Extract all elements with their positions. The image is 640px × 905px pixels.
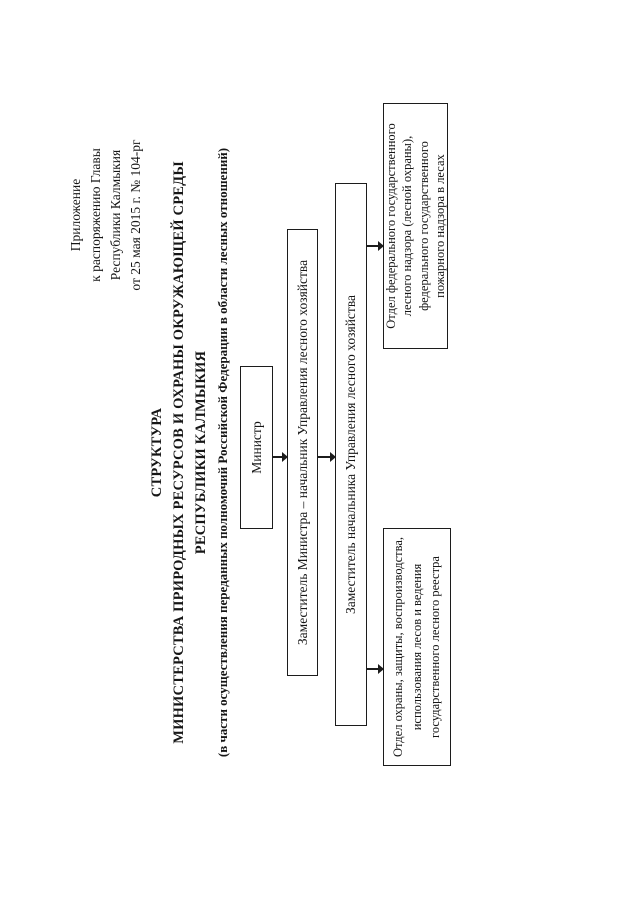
org-box-dept-protection-line: государственного лесного реестра — [428, 556, 443, 738]
arrow-minister-to-deputy — [273, 452, 288, 462]
title-subtitle: (в части осуществления переданных полном… — [215, 147, 230, 758]
org-box-deputy-minister-label: Заместитель Министра – начальник Управле… — [294, 259, 310, 646]
org-box-dept-protection: Отдел охраны, защиты, воспроизводства, и… — [383, 528, 451, 766]
org-box-deputy-head: Заместитель начальника Управления лесног… — [335, 183, 367, 726]
annotation-line: к распоряжению Главы — [88, 148, 103, 282]
arrow-deputy-head-to-protection — [367, 664, 384, 674]
org-box-minister: Министр — [240, 366, 273, 529]
arrowhead-icon — [330, 452, 336, 462]
title-line-ministry: МИНИСТЕРСТВА ПРИРОДНЫХ РЕСУРСОВ И ОХРАНЫ… — [171, 161, 187, 744]
arrow-deputy-to-deputy-head — [318, 452, 336, 462]
document-title: СТРУКТУРА МИНИСТЕРСТВА ПРИРОДНЫХ РЕСУРСО… — [146, 70, 234, 835]
org-box-dept-federal-control: Отдел федерального государственного лесн… — [383, 103, 448, 349]
org-box-dept-federal-control-line: лесного надзора (лесной охраны), — [400, 135, 414, 317]
appendix-annotation: Приложение к распоряжению Главы Республи… — [66, 113, 146, 317]
annotation-line: от 25 мая 2015 г. № 104-рг — [128, 139, 143, 291]
title-heading: СТРУКТУРА — [149, 407, 165, 498]
org-box-deputy-head-label: Заместитель начальника Управления лесног… — [343, 294, 358, 615]
org-box-deputy-minister: Заместитель Министра – начальник Управле… — [287, 229, 318, 676]
org-box-dept-federal-control-line: пожарного надзора в лесах — [433, 154, 447, 298]
arrowhead-icon — [378, 241, 384, 251]
title-line-republic: РЕСПУБЛИКИ КАЛМЫКИЯ — [193, 350, 209, 555]
arrowhead-icon — [378, 664, 384, 674]
arrowhead-icon — [282, 452, 288, 462]
annotation-line: Республики Калмыкия — [108, 149, 123, 281]
org-box-minister-label: Министр — [248, 421, 264, 474]
org-box-dept-protection-line: использования лесов и ведения — [409, 563, 424, 731]
org-box-dept-protection-line: Отдел охраны, защиты, воспроизводства, — [391, 536, 406, 758]
arrow-deputy-head-to-federal-control — [367, 241, 384, 251]
annotation-line: Приложение — [68, 178, 83, 252]
org-box-dept-federal-control-line: федерального государственного — [416, 141, 431, 311]
org-box-dept-federal-control-line: Отдел федерального государственного — [383, 123, 398, 329]
